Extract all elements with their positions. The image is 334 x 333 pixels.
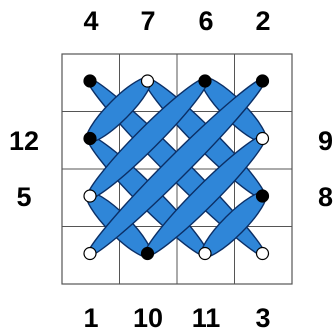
open-dot-7 [84,190,96,202]
open-dot-6 [257,133,269,145]
open-dot-2 [142,75,154,87]
left-number-1: 12 [9,126,39,156]
bottom-number-3: 11 [192,303,221,333]
top-number-3: 6 [198,6,213,36]
bottom-number-2: 10 [133,303,163,333]
top-number-2: 7 [140,6,155,36]
filled-dot-10 [142,248,154,260]
filled-dot-4 [257,75,269,87]
filled-dot-1 [84,75,96,87]
top-number-1: 4 [83,6,98,36]
top-number-4: 2 [255,6,270,36]
woven-strands [79,70,273,264]
open-dot-9 [84,248,96,260]
right-number-1: 9 [318,126,333,156]
filled-dot-8 [257,190,269,202]
right-number-2: 8 [318,182,333,212]
bottom-number-4: 3 [255,303,270,333]
left-number-2: 5 [16,182,31,212]
open-dot-11 [199,248,211,260]
filled-dot-3 [199,75,211,87]
open-dot-12 [257,248,269,260]
filled-dot-5 [84,133,96,145]
bottom-number-1: 1 [83,303,98,333]
